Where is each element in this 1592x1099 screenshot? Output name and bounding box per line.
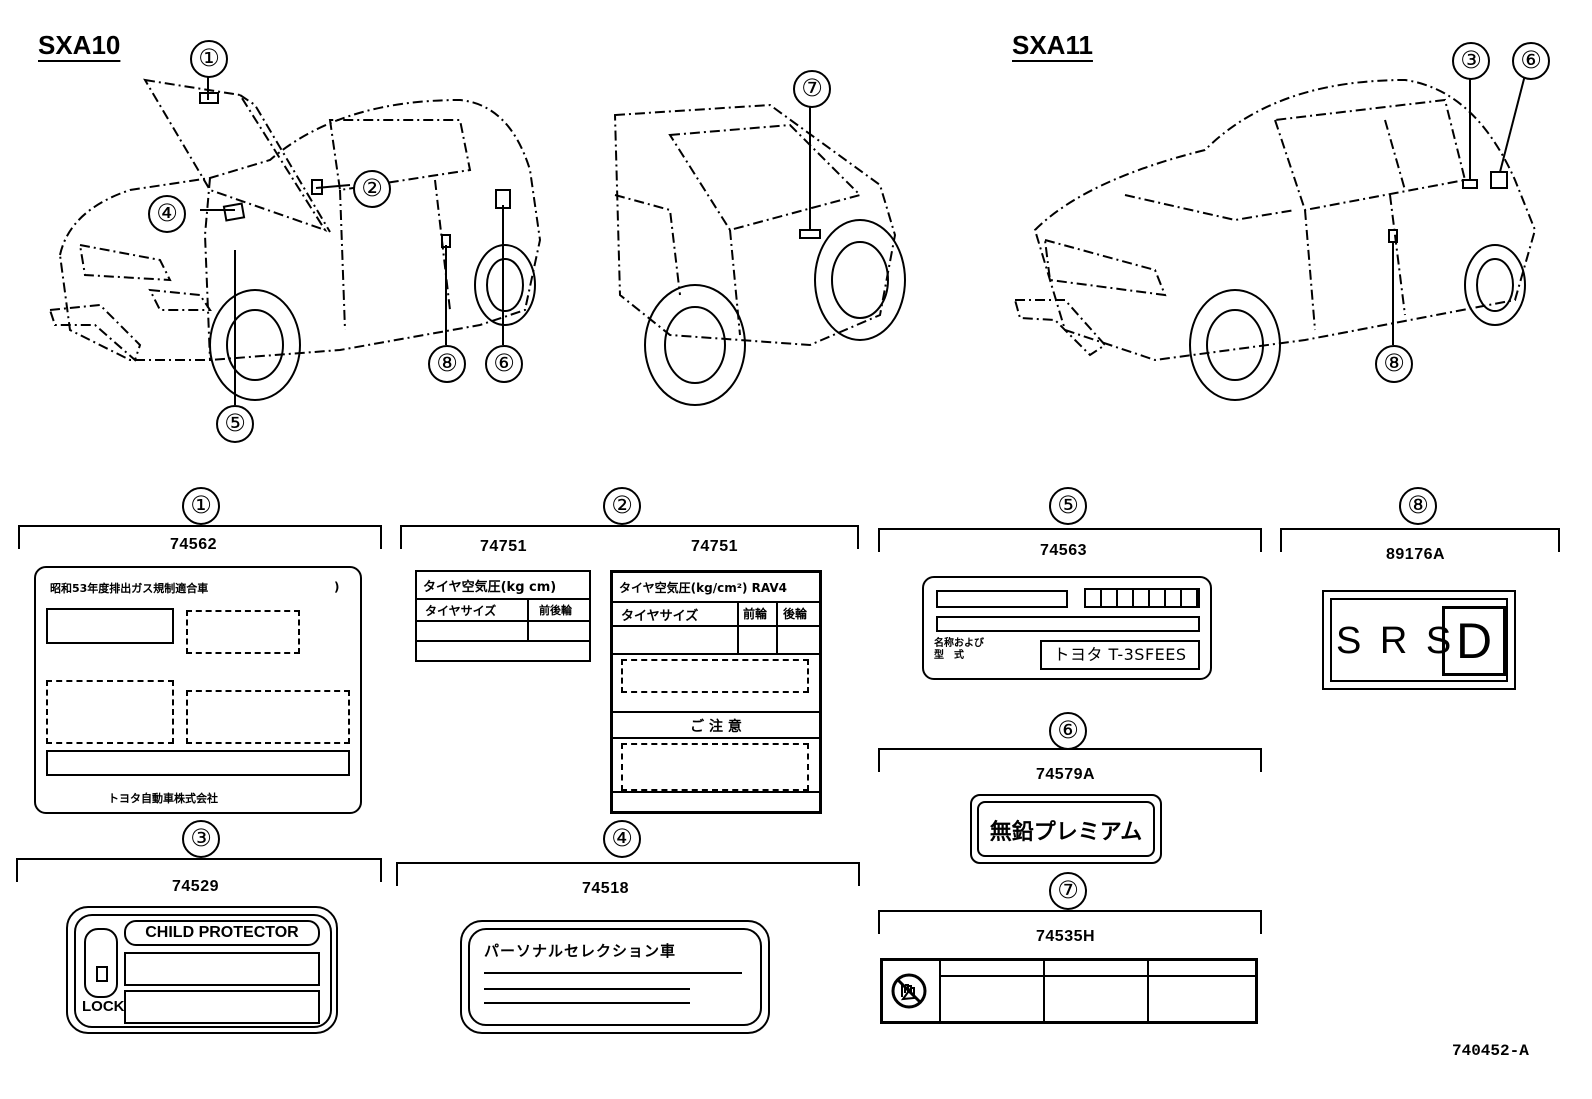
tire-large-size: タイヤサイズ: [621, 609, 699, 624]
emission-field-2: [186, 610, 300, 654]
part-number-89176a: 89176A: [1386, 546, 1446, 563]
srs-letter: D: [1442, 606, 1506, 676]
label-warning: [880, 958, 1258, 1024]
vehicle-sxa11-illustration: [1013, 74, 1537, 401]
callout-7-vehicle: ⑦: [793, 70, 831, 108]
vin-boxes: [1084, 588, 1200, 608]
label-srs: S R S D: [1322, 590, 1516, 690]
callout-1-vehicle: ①: [190, 40, 228, 78]
emission-footer: トヨタ自動車株式会社: [108, 792, 218, 805]
part-number-74562: 74562: [170, 536, 217, 553]
callout-2: ②: [603, 487, 641, 525]
no-hands-icon: [891, 973, 927, 1009]
callout-3-vehicle: ③: [1452, 42, 1490, 80]
bracket-4: [396, 862, 860, 886]
bracket-3: [16, 858, 382, 882]
bracket-6: [878, 748, 1262, 772]
tire-large-caution: ご 注 意: [690, 719, 742, 735]
personal-selection-title: パーソナルセレクション車: [484, 942, 677, 960]
label-child-protector: CHILD PROTECTOR LOCK: [66, 906, 338, 1034]
callout-8: ⑧: [1399, 487, 1437, 525]
bracket-5: [878, 528, 1262, 552]
bracket-7: [878, 910, 1262, 934]
bracket-2: [400, 525, 859, 549]
part-number-74563: 74563: [1040, 542, 1087, 559]
bracket-8: [1280, 528, 1560, 552]
label-emission: 昭和53年度排出ガス規制適合車 ) トヨタ自動車株式会社: [34, 566, 362, 814]
diagram-id: 740452-A: [1452, 1042, 1529, 1060]
callout-8-vehicle-sxa11: ⑧: [1375, 345, 1413, 383]
callout-2-vehicle: ②: [353, 170, 391, 208]
emission-heading: 昭和53年度排出ガス規制適合車: [50, 582, 209, 595]
srs-text: S R S: [1336, 620, 1456, 662]
tire-large-front: 前輪: [743, 607, 768, 621]
callout-6: ⑥: [1049, 712, 1087, 750]
model-label-sxa11: SXA11: [1012, 30, 1093, 60]
tire-small-axle: 前後輪: [539, 604, 572, 617]
callout-1: ①: [182, 487, 220, 525]
part-number-74579a: 74579A: [1036, 766, 1096, 783]
tire-large-title: タイヤ空気圧(kg/cm²) RAV4: [619, 581, 787, 595]
callout-3: ③: [182, 820, 220, 858]
part-number-74535h: 74535H: [1036, 928, 1096, 945]
lock-switch-icon: [84, 928, 118, 998]
callout-4: ④: [603, 820, 641, 858]
label-personal-selection: パーソナルセレクション車: [460, 920, 770, 1034]
part-number-74518: 74518: [582, 880, 629, 897]
label-unleaded-premium: 無鉛プレミアム: [970, 794, 1162, 864]
label-tire-pressure-large: タイヤ空気圧(kg/cm²) RAV4 タイヤサイズ 前輪 後輪 ご 注 意: [610, 570, 822, 814]
callout-4-vehicle: ④: [148, 195, 186, 233]
emission-field-4: [186, 690, 350, 744]
callout-7: ⑦: [1049, 872, 1087, 910]
vehicle-sxa10-rear-illustration: [613, 100, 906, 406]
bracket-1: [18, 525, 382, 549]
emission-paren: ): [334, 580, 340, 594]
part-number-74751-a: 74751: [480, 538, 527, 555]
engine-code: トヨタ T-3SFEES: [1040, 640, 1200, 670]
emission-field-1: [46, 608, 174, 644]
engine-name-label: 名称および: [934, 638, 984, 649]
lock-label: LOCK: [82, 998, 125, 1015]
model-label-sxa10: SXA10: [38, 30, 121, 60]
vehicle-sxa10-front-illustration: [48, 74, 542, 405]
unleaded-premium-text: 無鉛プレミアム: [989, 820, 1143, 845]
callout-8-vehicle-sxa10: ⑧: [428, 345, 466, 383]
callout-5: ⑤: [1049, 487, 1087, 525]
emission-field-3: [46, 680, 174, 744]
part-number-74751-b: 74751: [691, 538, 738, 555]
emission-field-5: [46, 750, 350, 776]
child-protector-title: CHILD PROTECTOR: [124, 920, 320, 946]
label-tire-pressure-small: タイヤ空気圧(kg cm) タイヤサイズ 前後輪: [415, 570, 591, 662]
tire-small-title: タイヤ空気圧(kg cm): [423, 580, 557, 595]
callout-6-vehicle-sxa11: ⑥: [1512, 42, 1550, 80]
label-engine-type: 名称および 型 式 トヨタ T-3SFEES: [922, 576, 1212, 680]
part-number-74529: 74529: [172, 878, 219, 895]
engine-type-label: 型 式: [934, 650, 964, 661]
callout-5-vehicle: ⑤: [216, 405, 254, 443]
tire-small-size: タイヤサイズ: [425, 604, 497, 618]
callout-6-vehicle-sxa10: ⑥: [485, 345, 523, 383]
tire-large-rear: 後輪: [783, 607, 808, 621]
